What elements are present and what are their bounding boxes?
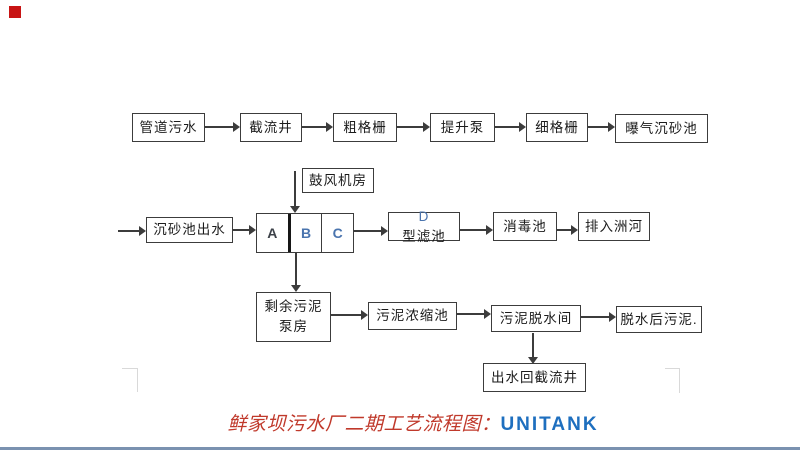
node-dewatered-sludge: 脱水后污泥. — [616, 306, 702, 333]
flow-arrow-right — [205, 122, 240, 132]
bottom-window-edge — [0, 447, 800, 450]
arrow-head — [326, 122, 333, 132]
node-label: 剩余污泥 — [264, 299, 323, 315]
unitank-cell-A: A — [257, 214, 291, 252]
node-aerated-grit-chamber: 曝气沉砂池 — [615, 114, 708, 143]
node-intercepting-well: 截流井 — [240, 113, 302, 142]
arrow-shaft — [397, 126, 423, 128]
flow-arrow-right — [118, 226, 146, 236]
arrow-head — [486, 225, 493, 235]
caption-title: 鲜家坝污水厂二期工艺流程图： — [227, 414, 501, 435]
flow-arrow-right — [588, 122, 615, 132]
arrow-shaft — [460, 229, 486, 231]
arrow-shaft — [118, 230, 139, 232]
arrow-head — [249, 225, 256, 235]
arrow-head — [233, 122, 240, 132]
flow-arrow-right — [302, 122, 333, 132]
arrow-head — [608, 122, 615, 132]
arrow-head — [571, 225, 578, 235]
node-pipe-sewage: 管道污水 — [132, 113, 205, 142]
arrow-shaft — [295, 253, 297, 285]
flow-arrow-right — [495, 122, 526, 132]
flow-arrow-right — [233, 225, 256, 235]
arrow-shaft — [557, 229, 571, 231]
node-label: 粗格栅 — [343, 119, 387, 135]
node-label: 污泥浓缩池 — [376, 308, 449, 324]
node-d-type-filter: D 型滤池 — [388, 209, 460, 244]
flow-arrow-right — [331, 310, 368, 320]
flow-arrow-right — [557, 225, 578, 235]
caption-unitank: UNITANK — [500, 414, 599, 435]
node-sludge-dewatering-room: 污泥脱水间 — [491, 305, 581, 332]
arrow-shaft — [331, 314, 361, 316]
node-blower-room: 鼓风机房 — [302, 168, 374, 193]
flow-arrow-down — [290, 171, 300, 213]
flow-arrow-right — [581, 312, 616, 322]
arrow-shaft — [532, 333, 534, 357]
arrow-shaft — [495, 126, 519, 128]
node-coarse-screen: 粗格栅 — [333, 113, 397, 142]
arrow-head — [139, 226, 146, 236]
unitank-cell-C: C — [332, 224, 343, 241]
node-label: 鼓风机房 — [309, 172, 367, 188]
node-sludge-thickener: 污泥浓缩池 — [368, 302, 457, 330]
node-label: 截流井 — [249, 119, 293, 135]
node-label: 污泥脱水间 — [499, 310, 573, 326]
node-label: 细格栅 — [535, 119, 579, 135]
text-boundary-mark-left — [122, 368, 138, 392]
arrow-head — [423, 122, 430, 132]
node-label: 提升泵 — [440, 119, 485, 135]
node-label: 沉砂池出水 — [153, 222, 226, 238]
flow-arrow-down — [291, 253, 301, 292]
arrow-shaft — [457, 313, 484, 315]
arrow-head — [609, 312, 616, 322]
node-fine-screen: 细格栅 — [526, 113, 588, 142]
node-label: 消毒池 — [503, 218, 547, 234]
node-disinfection-tank: 消毒池 — [493, 212, 557, 241]
node-label: 出水回截流井 — [491, 369, 578, 385]
arrow-shaft — [302, 126, 326, 128]
flow-arrow-right — [354, 226, 388, 236]
node-label-part: 型滤池 — [402, 228, 446, 244]
node-label: 排入洲河 — [585, 218, 643, 234]
arrow-head — [291, 285, 301, 292]
node-label: 泵房 — [279, 319, 308, 334]
node-outflow-return-intercepting-well: 出水回截流井 — [483, 363, 586, 392]
red-marker-square — [9, 6, 21, 18]
flow-arrow-right — [397, 122, 430, 132]
flow-arrow-right — [460, 225, 493, 235]
node-grit-chamber-outflow: 沉砂池出水 — [146, 217, 233, 243]
arrow-shaft — [588, 126, 608, 128]
text-boundary-mark-right — [665, 368, 680, 393]
unitank-cell-B: B — [291, 214, 323, 252]
arrow-head — [361, 310, 368, 320]
node-lift-pump: 提升泵 — [430, 113, 495, 142]
node-surplus-sludge-pump-house: 剩余污泥泵房 — [256, 292, 331, 342]
caption: 鲜家坝污水厂二期工艺流程图：UNITANK — [13, 409, 800, 436]
node-label-part: D — [418, 208, 430, 224]
arrow-head — [528, 357, 538, 364]
node-label: 曝气沉砂池 — [625, 120, 698, 136]
arrow-head — [484, 309, 491, 319]
node-label: 管道污水 — [139, 119, 198, 135]
node-discharge-to-river: 排入洲河 — [578, 212, 650, 241]
arrow-head — [519, 122, 526, 132]
arrow-shaft — [294, 171, 296, 206]
arrow-head — [381, 226, 388, 236]
flow-arrow-right — [457, 309, 491, 319]
arrow-shaft — [354, 230, 381, 232]
flow-arrow-down — [528, 333, 538, 364]
node-label: 脱水后污泥. — [620, 311, 698, 327]
arrow-head — [290, 206, 300, 213]
arrow-shaft — [581, 316, 609, 318]
arrow-shaft — [205, 126, 233, 128]
arrow-shaft — [233, 229, 249, 231]
